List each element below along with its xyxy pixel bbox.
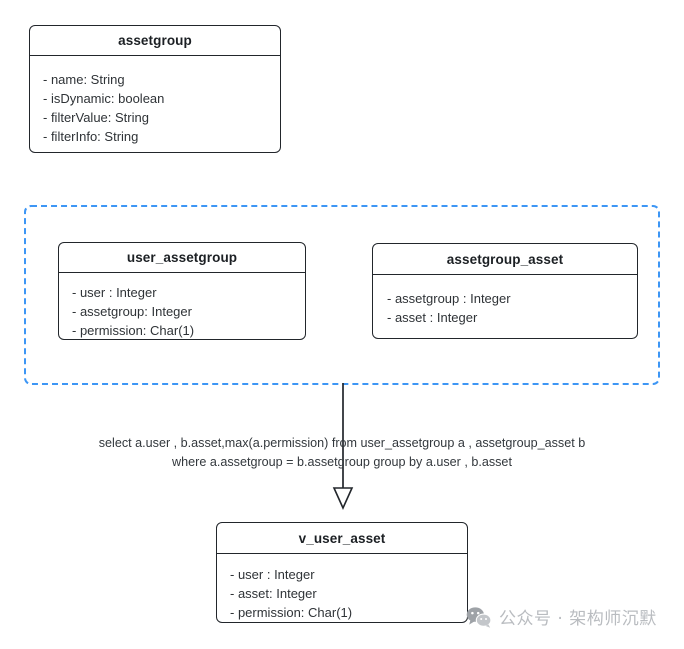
class-attribute: - permission: Char(1) bbox=[72, 323, 195, 338]
sql-line-1: select a.user , b.asset,max(a.permission… bbox=[98, 436, 586, 450]
sql-line-2: where a.assetgroup = b.assetgroup group … bbox=[172, 455, 512, 469]
class-attributes-assetgroup: - name: String - isDynamic: boolean - fi… bbox=[30, 56, 280, 152]
class-attribute: - asset : Integer bbox=[387, 310, 478, 325]
class-title-assetgroup: assetgroup bbox=[30, 26, 280, 56]
class-attribute: - filterValue: String bbox=[43, 110, 149, 125]
watermark-text: 公众号 · 架构师沉默 bbox=[499, 609, 657, 629]
class-box-v-user-asset[interactable]: v_user_asset - user : Integer - asset: I… bbox=[216, 522, 468, 623]
class-box-assetgroup[interactable]: assetgroup - name: String - isDynamic: b… bbox=[29, 25, 281, 153]
class-attribute: - assetgroup : Integer bbox=[387, 291, 511, 306]
watermark: 公众号 · 架构师沉默 bbox=[466, 604, 657, 629]
class-attribute: - assetgroup: Integer bbox=[72, 304, 192, 319]
class-attribute: - filterInfo: String bbox=[43, 129, 139, 144]
class-attribute: - user : Integer bbox=[230, 567, 315, 582]
class-attributes-user-assetgroup: - user : Integer - assetgroup: Integer -… bbox=[59, 273, 305, 339]
class-attribute: - name: String bbox=[43, 72, 125, 87]
wechat-icon bbox=[466, 606, 492, 628]
class-attribute: - isDynamic: boolean bbox=[43, 91, 165, 106]
sql-annotation: select a.user , b.asset,max(a.permission… bbox=[0, 434, 684, 472]
class-attribute: - permission: Char(1) bbox=[230, 605, 353, 620]
class-attribute: - asset: Integer bbox=[230, 586, 317, 601]
class-title-user-assetgroup: user_assetgroup bbox=[59, 243, 305, 273]
class-attribute: - user : Integer bbox=[72, 285, 157, 300]
class-title-v-user-asset: v_user_asset bbox=[217, 523, 467, 554]
class-title-assetgroup-asset: assetgroup_asset bbox=[373, 244, 637, 275]
class-box-assetgroup-asset[interactable]: assetgroup_asset - assetgroup : Integer … bbox=[372, 243, 638, 339]
dashed-group-region bbox=[24, 205, 660, 385]
class-attributes-assetgroup-asset: - assetgroup : Integer - asset : Integer bbox=[373, 275, 637, 338]
class-attributes-v-user-asset: - user : Integer - asset: Integer - perm… bbox=[217, 554, 467, 622]
class-box-user-assetgroup[interactable]: user_assetgroup - user : Integer - asset… bbox=[58, 242, 306, 340]
